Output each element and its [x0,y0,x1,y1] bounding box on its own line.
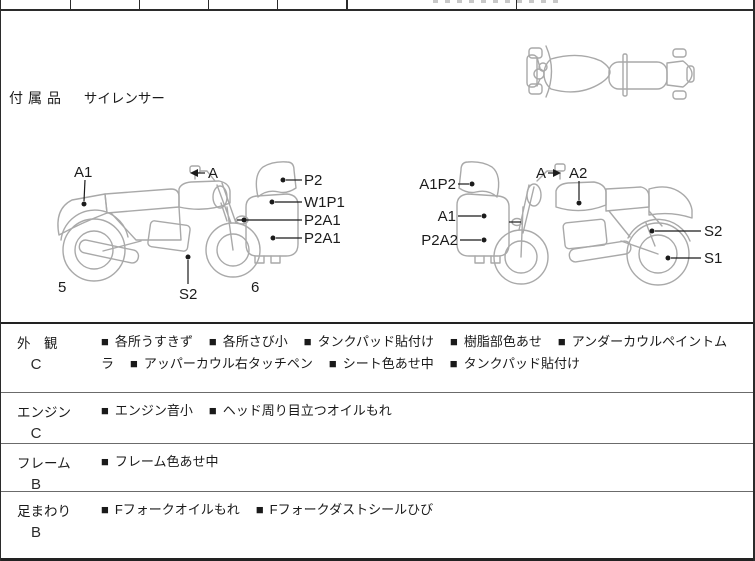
motorcycle-right-side-diagram: A1P2 A1 P2A2 A A2 S2 S1 [419,161,722,286]
clipped-table-row [1,0,753,11]
accessories-label: 付属品 [9,90,66,106]
section-grade: B [30,524,41,541]
section-head: フレーム B [1,444,97,493]
label-p2a1-top: P2A1 [304,212,341,229]
section-items: ■各所うすきず■各所さび小■タンクパッド貼付け■樹脂部色あせ■アンダーカウルペイ… [101,334,728,371]
label-a1: A1 [438,208,456,225]
label-s1: S1 [704,250,722,267]
label-a2: A2 [569,165,587,182]
left-bike-labels: A1 A S2 5 6 P2 W1P1 P2A1 P2A1 [58,164,345,303]
top-view-art [526,45,695,100]
section-engine: エンジン C ■エンジン音小■ヘッド周り目立つオイルもれ [1,392,753,443]
table-divider [277,0,278,9]
right-bike-labels: A1P2 A1 P2A2 A A2 S2 S1 [419,165,722,267]
section-items: ■Fフォークオイルもれ■Fフォークダストシールひび [101,502,434,517]
table-divider [516,0,517,9]
label-w1p1: W1P1 [304,194,345,211]
label-wheel-6: 6 [251,279,259,296]
section-head: 足まわり B [1,492,97,558]
section-grade: B [30,476,41,493]
section-items: ■フレーム色あせ中 [101,454,219,469]
left-bike-art [57,161,299,282]
label-a1p2: A1P2 [419,176,456,193]
label-wheel-5: 5 [58,279,66,296]
table-divider [139,0,140,9]
section-grade: C [30,356,42,373]
table-divider [346,0,348,9]
table-divider [70,0,71,9]
accessories-value: サイレンサー [83,91,165,106]
section-label: 外 観 [17,336,58,351]
table-divider [208,0,209,9]
accessories-row: 付属品 サイレンサー [9,87,165,108]
condition-table: 外 観 C ■各所うすきず■各所さび小■タンクパッド貼付け■樹脂部色あせ■アンダ… [1,322,753,561]
label-a: A [536,165,546,182]
label-p2a2: P2A2 [421,232,458,249]
section-label: 足まわり [17,504,71,519]
label-p2a1-bottom: P2A1 [304,230,341,247]
section-head: 外 観 C [1,324,97,392]
section-items: ■エンジン音小■ヘッド周り目立つオイルもれ [101,403,392,418]
section-undercarriage: 足まわり B ■Fフォークオイルもれ■Fフォークダストシールひび [1,491,753,558]
label-p2: P2 [304,172,322,189]
section-label: エンジン [17,405,71,420]
section-head: エンジン C [1,393,97,443]
section-label: フレーム [17,456,71,471]
label-a1: A1 [74,164,92,181]
label-a: A [208,165,218,182]
motorcycle-left-side-diagram: A1 A S2 5 6 P2 W1P1 P2A1 P2A1 [57,161,345,303]
label-s2: S2 [704,223,722,240]
clipped-header-text [433,0,558,3]
section-grade: C [30,425,42,442]
section-exterior: 外 観 C ■各所うすきず■各所さび小■タンクパッド貼付け■樹脂部色あせ■アンダ… [1,324,753,392]
motorcycle-top-view [526,45,695,100]
section-frame: フレーム B ■フレーム色あせ中 [1,443,753,493]
label-s2: S2 [179,286,197,303]
